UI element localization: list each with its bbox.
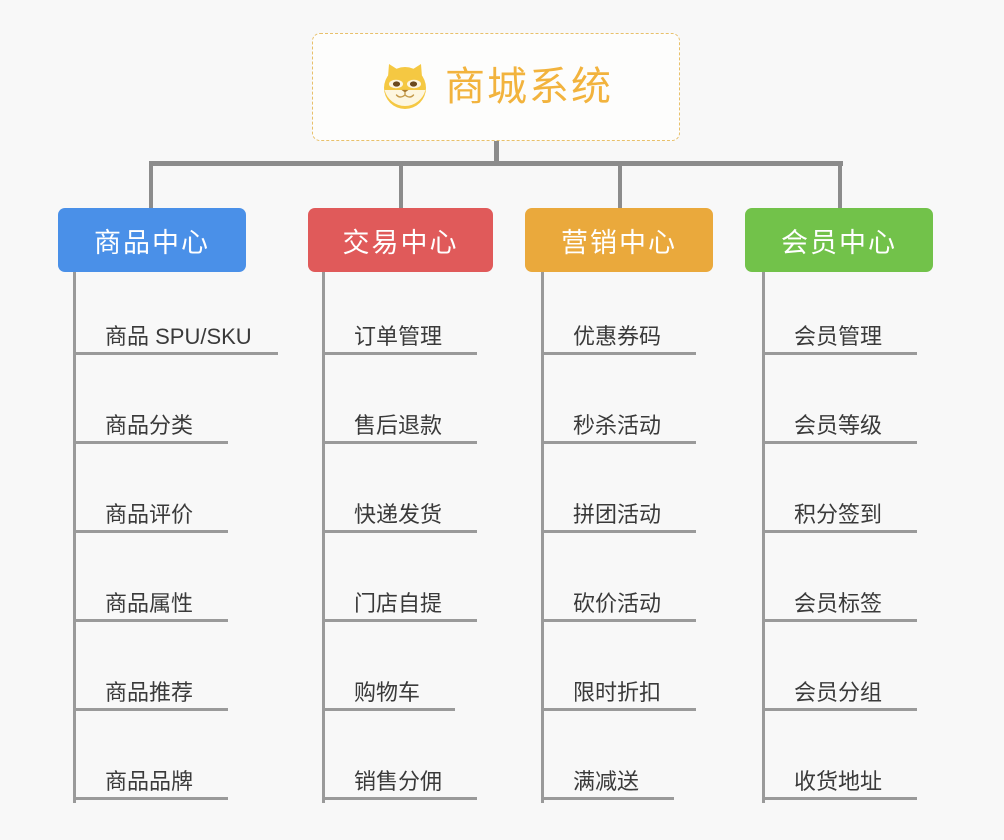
leaf-rule: [73, 619, 228, 622]
leaf-rule: [762, 708, 917, 711]
leaf-rule: [541, 441, 696, 444]
connector-drop-col-3: [618, 161, 622, 209]
leaf-label: 会员标签: [794, 591, 883, 616]
leaf-label: 购物车: [354, 680, 421, 705]
leaf-rule: [762, 619, 917, 622]
leaf-label: 会员管理: [794, 324, 883, 349]
leaf-rule: [73, 530, 228, 533]
leaf-label: 会员等级: [794, 413, 883, 438]
leaf-rule: [73, 352, 278, 355]
column-header-label: 商品中心: [94, 227, 210, 258]
leaf-rule: [322, 352, 477, 355]
leaf-label: 商品分类: [105, 413, 194, 438]
root-node-mall-system[interactable]: 商城系统: [312, 33, 680, 141]
leaf-rule: [322, 441, 477, 444]
leaf-rule: [73, 797, 228, 800]
column-spine-1: [73, 272, 76, 803]
leaf-rule: [541, 619, 696, 622]
leaf-label: 商品属性: [105, 591, 194, 616]
leaf-label: 满减送: [573, 769, 640, 794]
root-title: 商城系统: [445, 65, 613, 109]
leaf-label: 商品评价: [105, 502, 194, 527]
leaf-label: 销售分佣: [354, 769, 443, 794]
connector-drop-col-4: [838, 161, 842, 209]
connector-horizontal-bus: [149, 161, 843, 166]
leaf-rule: [73, 708, 228, 711]
column-header-member-center[interactable]: 会员中心: [745, 208, 933, 272]
column-header-label: 会员中心: [781, 227, 897, 258]
leaf-label: 优惠券码: [573, 324, 662, 349]
column-header-marketing-center[interactable]: 营销中心: [525, 208, 713, 272]
column-spine-4: [762, 272, 765, 803]
leaf-label: 订单管理: [354, 324, 443, 349]
leaf-rule: [322, 797, 477, 800]
leaf-label: 拼团活动: [573, 502, 662, 527]
shiba-dog-face-icon: [379, 61, 431, 113]
column-header-trade-center[interactable]: 交易中心: [308, 208, 493, 272]
connector-trunk-vertical: [494, 141, 499, 163]
leaf-label: 砍价活动: [573, 591, 662, 616]
leaf-label: 秒杀活动: [573, 413, 662, 438]
leaf-rule: [322, 530, 477, 533]
leaf-rule: [541, 797, 674, 800]
column-header-product-center[interactable]: 商品中心: [58, 208, 246, 272]
leaf-label: 会员分组: [794, 680, 883, 705]
column-header-label: 营销中心: [561, 227, 677, 258]
leaf-label: 商品推荐: [105, 680, 194, 705]
connector-drop-col-1: [149, 161, 153, 209]
leaf-label: 限时折扣: [573, 680, 662, 705]
leaf-label: 快递发货: [354, 502, 443, 527]
leaf-label: 门店自提: [354, 591, 443, 616]
leaf-rule: [322, 708, 455, 711]
leaf-rule: [541, 708, 696, 711]
leaf-rule: [541, 352, 696, 355]
leaf-label: 商品 SPU/SKU: [105, 324, 252, 349]
leaf-rule: [73, 441, 228, 444]
leaf-label: 商品品牌: [105, 769, 194, 794]
leaf-rule: [762, 797, 917, 800]
connector-drop-col-2: [399, 161, 403, 209]
leaf-rule: [541, 530, 696, 533]
leaf-label: 积分签到: [794, 502, 883, 527]
leaf-rule: [322, 619, 477, 622]
leaf-rule: [762, 352, 917, 355]
leaf-rule: [762, 530, 917, 533]
leaf-label: 售后退款: [354, 413, 443, 438]
column-spine-2: [322, 272, 325, 803]
leaf-label: 收货地址: [794, 769, 883, 794]
leaf-rule: [762, 441, 917, 444]
column-header-label: 交易中心: [342, 227, 459, 258]
column-spine-3: [541, 272, 544, 803]
